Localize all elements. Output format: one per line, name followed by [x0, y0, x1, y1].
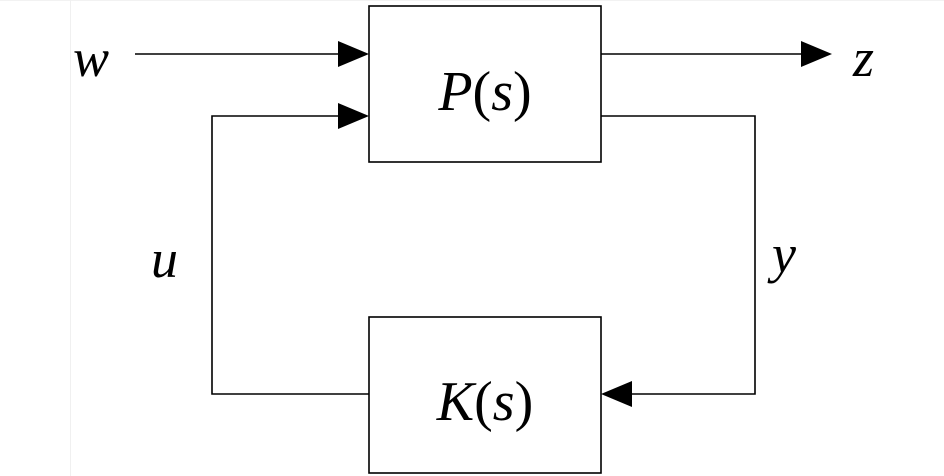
plant-box: [368, 5, 602, 163]
plant-block: P(s): [368, 5, 602, 163]
plant-label: P(s): [437, 61, 531, 123]
w-signal-label: w: [73, 28, 109, 88]
arrowhead-icon: [601, 381, 632, 407]
z-signal-label: z: [852, 28, 874, 88]
arrowhead-icon: [338, 41, 369, 67]
y-signal-label: y: [767, 224, 796, 284]
w-input-arrow: [135, 41, 369, 67]
arrowhead-icon: [801, 41, 832, 67]
y-feedback-path: [601, 115, 756, 407]
u-signal-label: u: [151, 229, 178, 289]
top-border-line: [0, 0, 944, 1]
arrowhead-icon: [338, 103, 369, 129]
controller-label: K(s): [436, 371, 533, 433]
controller-box: [368, 316, 602, 474]
left-border-line: [70, 0, 71, 476]
z-output-arrow: [601, 41, 832, 67]
u-control-path: [211, 103, 369, 395]
controller-block: K(s): [368, 316, 602, 474]
